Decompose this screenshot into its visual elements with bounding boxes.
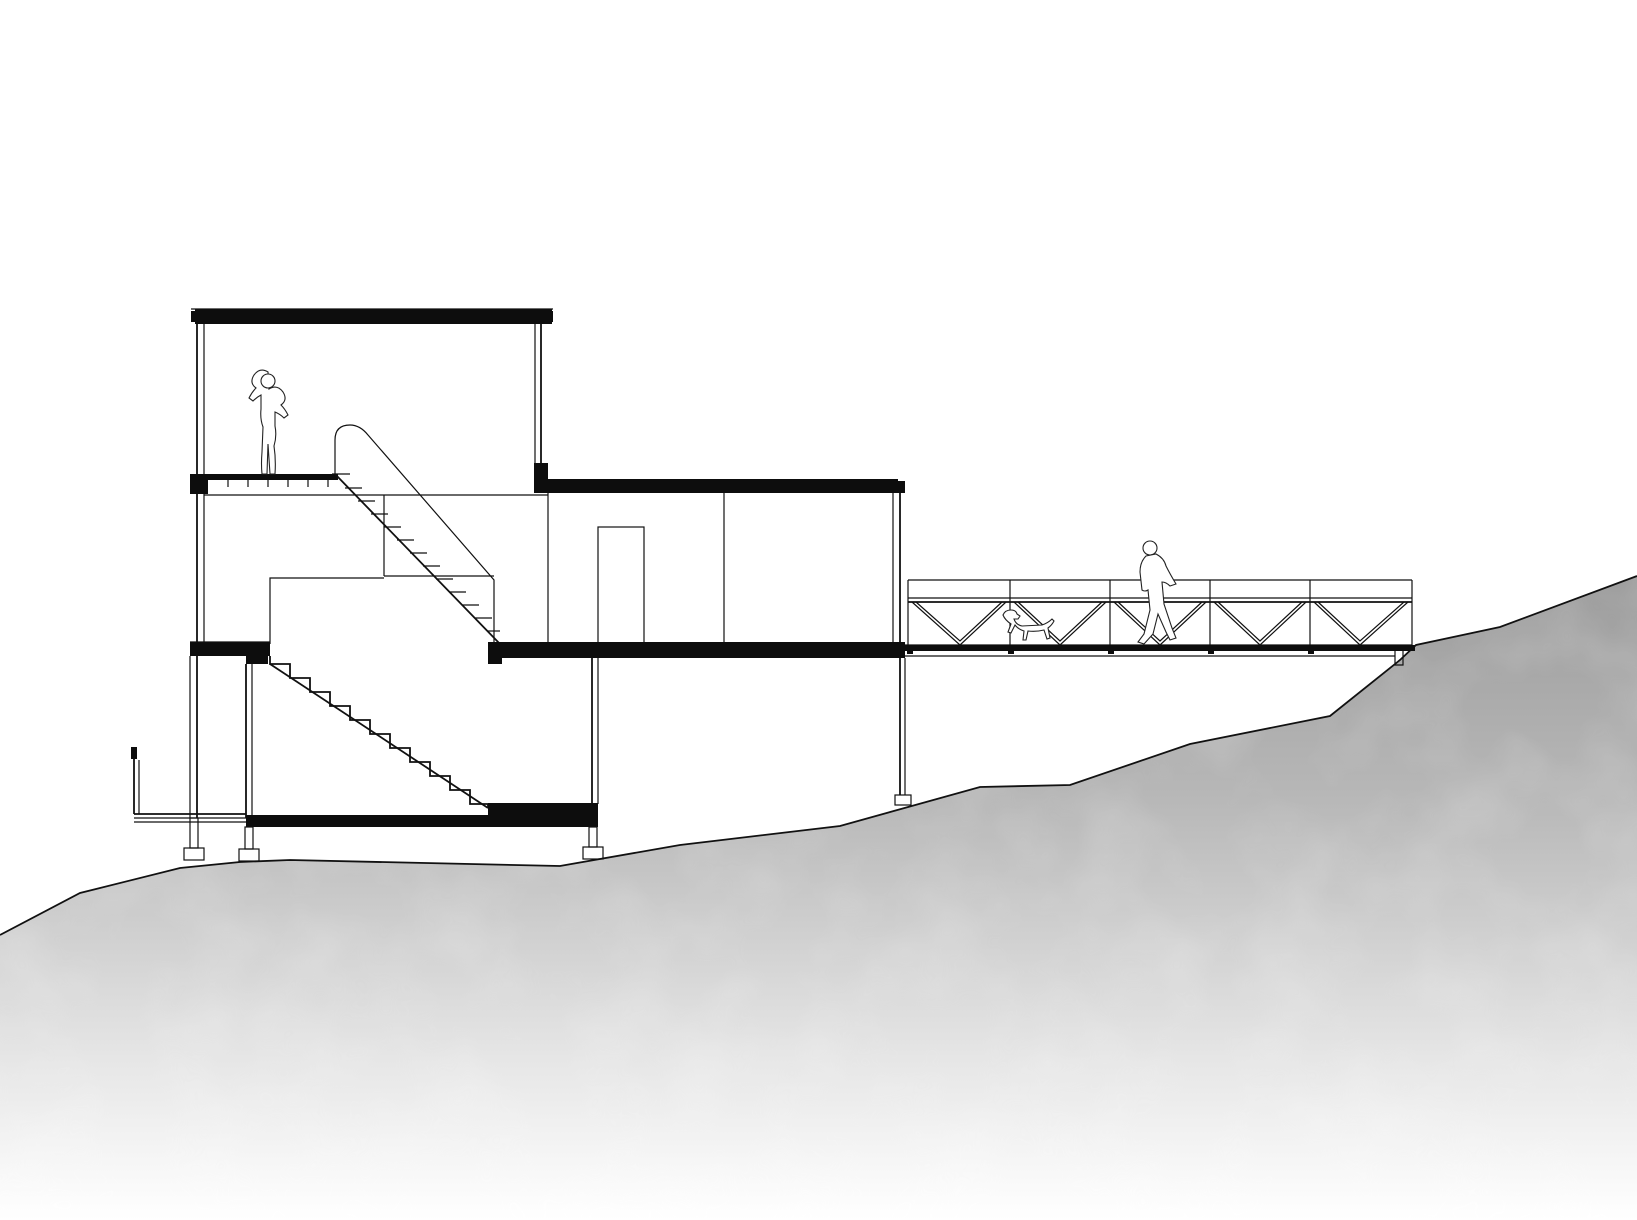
pier-footings — [183, 658, 912, 862]
roof-slab-cap-right — [535, 311, 553, 322]
stair-upper — [332, 473, 501, 645]
basement-slab-right — [488, 803, 598, 827]
balustrade-curve — [334, 424, 495, 644]
house-section — [131, 308, 912, 862]
person-walking — [1137, 540, 1177, 645]
ground-floor-slab-corner — [246, 650, 268, 664]
ground-line — [0, 575, 1637, 936]
roof-slab — [195, 309, 552, 324]
roof-slab-cap-left — [191, 311, 197, 322]
bridge-abutment — [1394, 651, 1404, 666]
upper-floor-step — [534, 463, 548, 493]
mezzanine-slab — [190, 474, 208, 494]
bridge-deck — [905, 645, 1415, 651]
dog — [1002, 609, 1055, 641]
bridge-joint-blocks — [907, 648, 1314, 654]
stair-lower-stringer — [269, 663, 489, 809]
terrace-left — [131, 747, 246, 823]
interior-door — [597, 526, 645, 645]
mezzanine-joists — [227, 480, 329, 487]
stair-lower — [269, 656, 489, 809]
stair-landing-wall — [269, 577, 384, 644]
upper-floor-slab-end — [893, 481, 905, 493]
person-on-roof-deck — [248, 369, 289, 475]
terrain — [0, 575, 1637, 1220]
stair-upper-stringer — [334, 473, 501, 645]
bridge-diagonals — [911, 601, 1409, 646]
ground-floor-slab-step — [488, 642, 502, 664]
upper-floor-slab — [534, 479, 898, 493]
stair-lower-steps — [269, 656, 489, 808]
ground-floor-slab-right — [488, 642, 905, 658]
mezzanine-deck — [208, 474, 338, 480]
